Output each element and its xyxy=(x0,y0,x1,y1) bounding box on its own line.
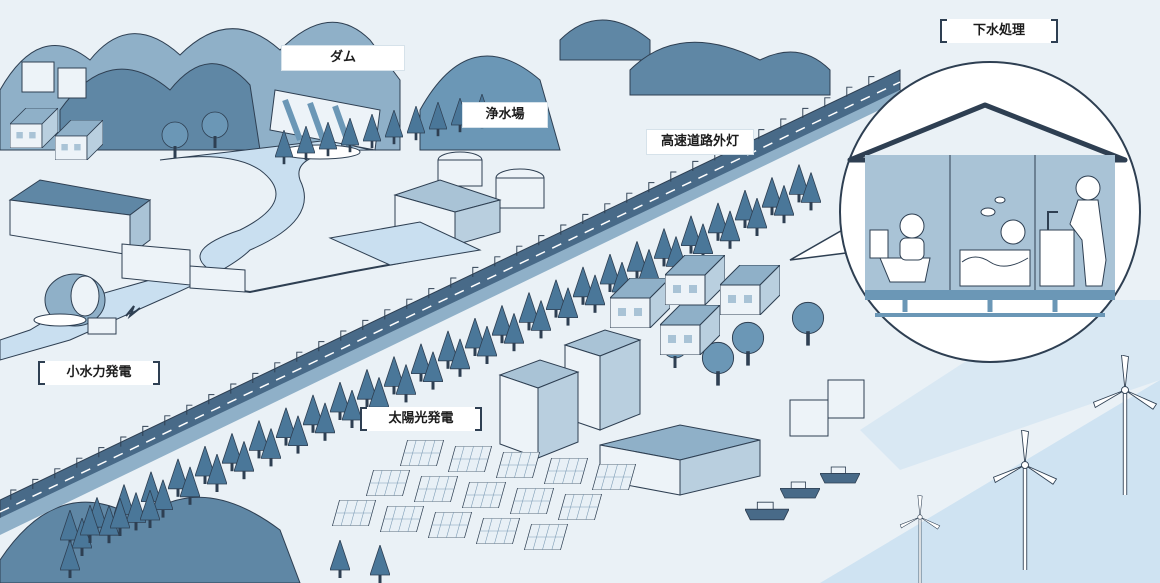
solar-panel-icon xyxy=(400,440,444,466)
bathtub-icon xyxy=(959,196,1031,287)
sewage-treatment-label: 下水処理 xyxy=(940,19,1058,43)
solar-panel-icon xyxy=(428,512,472,538)
highway-lights-label: 高速道路外灯 xyxy=(647,130,754,154)
person-icon xyxy=(1069,175,1107,287)
solar-panel-icon xyxy=(544,458,588,484)
sink-icon xyxy=(1039,211,1075,287)
toilet-icon xyxy=(869,229,931,283)
small-hydro-label: 小水力発電 xyxy=(38,361,160,385)
turbine-generator-icon xyxy=(33,273,117,335)
solar-panel-icon xyxy=(332,500,376,526)
solar-panel-icon xyxy=(558,494,602,520)
solar-panel-icon xyxy=(414,476,458,502)
office-building-icon xyxy=(498,329,642,459)
solar-panel-icon xyxy=(592,464,636,490)
sewage-house-cutaway xyxy=(847,102,1128,317)
solar-panel-icon xyxy=(462,482,506,508)
dam-label: ダム xyxy=(282,46,404,70)
solar-panel-icon xyxy=(524,524,568,550)
solar-panel-icon xyxy=(476,518,520,544)
water-tank-icon xyxy=(328,151,545,266)
solar-power-label: 太陽光発電 xyxy=(360,407,482,431)
water-purification-label: 浄水場 xyxy=(463,103,547,127)
solar-panel-icon xyxy=(510,488,554,514)
solar-panel-icon xyxy=(366,470,410,496)
solar-panel-icon xyxy=(448,446,492,472)
solar-panel-icon xyxy=(496,452,540,478)
person-icon xyxy=(899,213,925,261)
solar-panel-icon xyxy=(380,506,424,532)
lightning-icon xyxy=(125,305,141,320)
